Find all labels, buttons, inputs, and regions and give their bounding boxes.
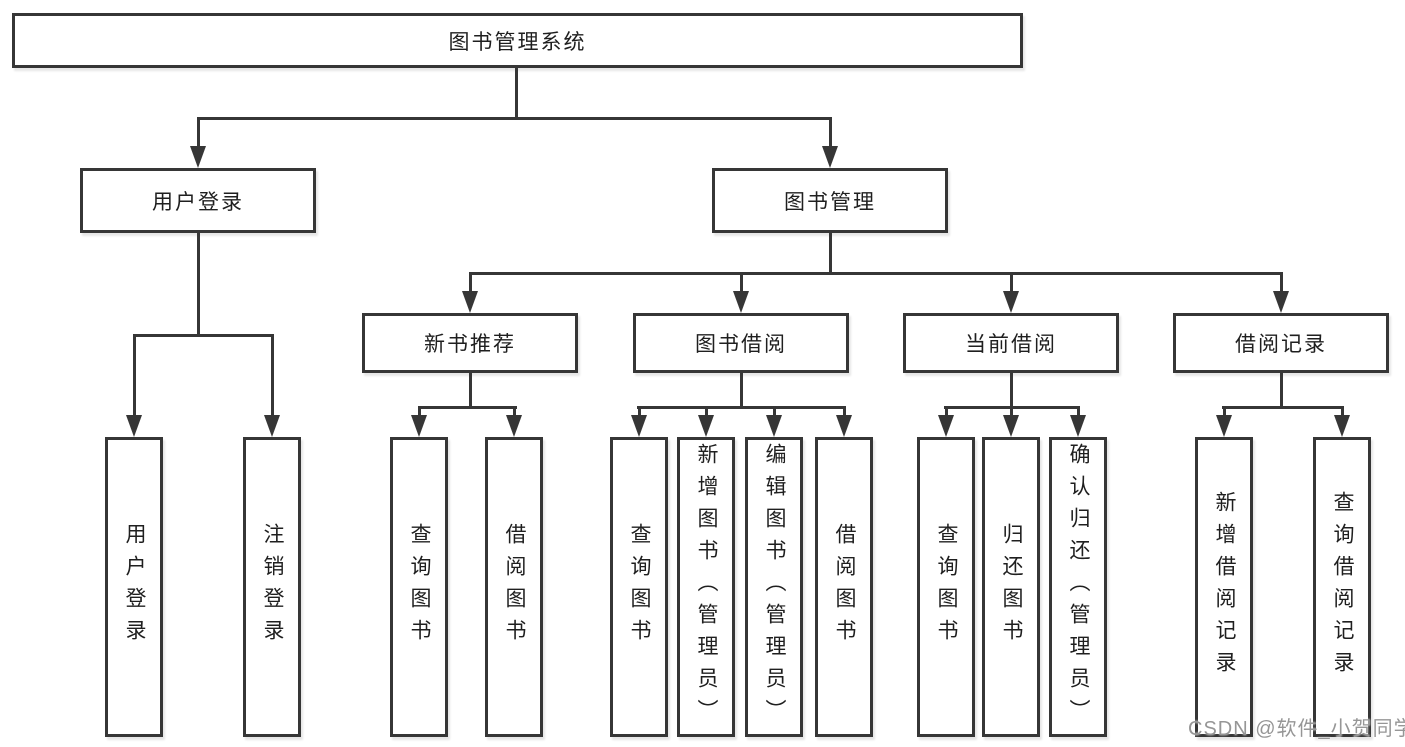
arrow-down-g3-1	[631, 415, 647, 437]
connector-shaft-new-book	[469, 272, 472, 295]
node-current-borrow: 当前借阅	[903, 313, 1119, 373]
connector-shaft-g3-1	[638, 406, 641, 420]
node-add-book-admin: 新增图书（管理员）	[677, 437, 735, 737]
arrow-down-g3-2	[698, 415, 714, 437]
connector-book-mgmt-hline	[469, 272, 1283, 275]
connector-shaft-g4-2	[1010, 406, 1013, 420]
connector-g2-hline	[418, 406, 517, 409]
connector-user-login-vline	[197, 233, 200, 337]
node-return-book: 归还图书	[982, 437, 1040, 737]
connector-shaft-borrow-records	[1280, 272, 1283, 295]
node-confirm-return-admin: 确认归还（管理员）	[1049, 437, 1107, 737]
connector-shaft-g2-2	[513, 406, 516, 420]
node-query-books-recommend: 查询图书	[390, 437, 448, 737]
arrow-down-g4-2	[1003, 415, 1019, 437]
connector-shaft-current-borrow	[1010, 272, 1013, 295]
connector-g5-hline	[1222, 406, 1344, 409]
arrow-down-g3-4	[836, 415, 852, 437]
arrow-down-g2-2	[506, 415, 522, 437]
connector-shaft-g2-1	[418, 406, 421, 420]
connector-shaft-g3-2	[705, 406, 708, 420]
connector-shaft-login-leaf	[133, 334, 136, 420]
connector-shaft-logout-leaf	[271, 334, 274, 420]
connector-shaft-g3-4	[843, 406, 846, 420]
node-library-management-system: 图书管理系统	[12, 13, 1023, 68]
node-book-management: 图书管理	[712, 168, 948, 233]
arrow-down-borrow-records	[1273, 291, 1289, 313]
connector-shaft-g4-3	[1077, 406, 1080, 420]
arrow-down-g4-3	[1070, 415, 1086, 437]
arrow-down-current-borrow	[1003, 291, 1019, 313]
node-borrow-records: 借阅记录	[1173, 313, 1389, 373]
arrow-down-logout-leaf	[264, 415, 280, 437]
node-query-borrow-record: 查询借阅记录	[1313, 437, 1371, 737]
node-user-login-leaf: 用户登录	[105, 437, 163, 737]
arrow-down-book-borrow	[733, 291, 749, 313]
arrow-down-user-login	[190, 146, 206, 168]
connector-g2-vline	[469, 373, 472, 409]
arrow-down-g5-1	[1216, 415, 1232, 437]
connector-g3-vline	[740, 373, 743, 409]
connector-shaft-book-borrow	[740, 272, 743, 295]
connector-root-vline	[515, 68, 518, 120]
arrow-down-login-leaf	[126, 415, 142, 437]
connector-shaft-g4-1	[945, 406, 948, 420]
node-borrow-books-leaf: 借阅图书	[815, 437, 873, 737]
connector-shaft-g3-3	[773, 406, 776, 420]
connector-book-mgmt-vline	[829, 233, 832, 275]
arrow-down-book-management	[822, 146, 838, 168]
connector-user-login-hline	[133, 334, 274, 337]
node-user-login: 用户登录	[80, 168, 316, 233]
node-edit-book-admin: 编辑图书（管理员）	[745, 437, 803, 737]
csdn-watermark: CSDN @软件_小贺同学	[1188, 718, 1405, 740]
node-borrow-books-recommend: 借阅图书	[485, 437, 543, 737]
connector-root-hline	[197, 117, 832, 120]
connector-g4-vline	[1010, 373, 1013, 409]
arrow-down-g5-2	[1334, 415, 1350, 437]
node-query-books-borrow: 查询图书	[610, 437, 668, 737]
node-new-book-recommend: 新书推荐	[362, 313, 578, 373]
connector-g3-hline	[637, 406, 846, 409]
connector-shaft-g5-2	[1341, 406, 1344, 420]
node-query-books-current: 查询图书	[917, 437, 975, 737]
node-book-borrow: 图书借阅	[633, 313, 849, 373]
node-logout-leaf: 注销登录	[243, 437, 301, 737]
arrow-down-g4-1	[938, 415, 954, 437]
connector-g5-vline	[1280, 373, 1283, 409]
arrow-down-g2-1	[411, 415, 427, 437]
connector-shaft-book-management	[829, 117, 832, 150]
node-add-borrow-record: 新增借阅记录	[1195, 437, 1253, 737]
connector-shaft-g5-1	[1223, 406, 1226, 420]
arrow-down-g3-3	[766, 415, 782, 437]
connector-shaft-user-login	[197, 117, 200, 150]
arrow-down-new-book	[462, 291, 478, 313]
